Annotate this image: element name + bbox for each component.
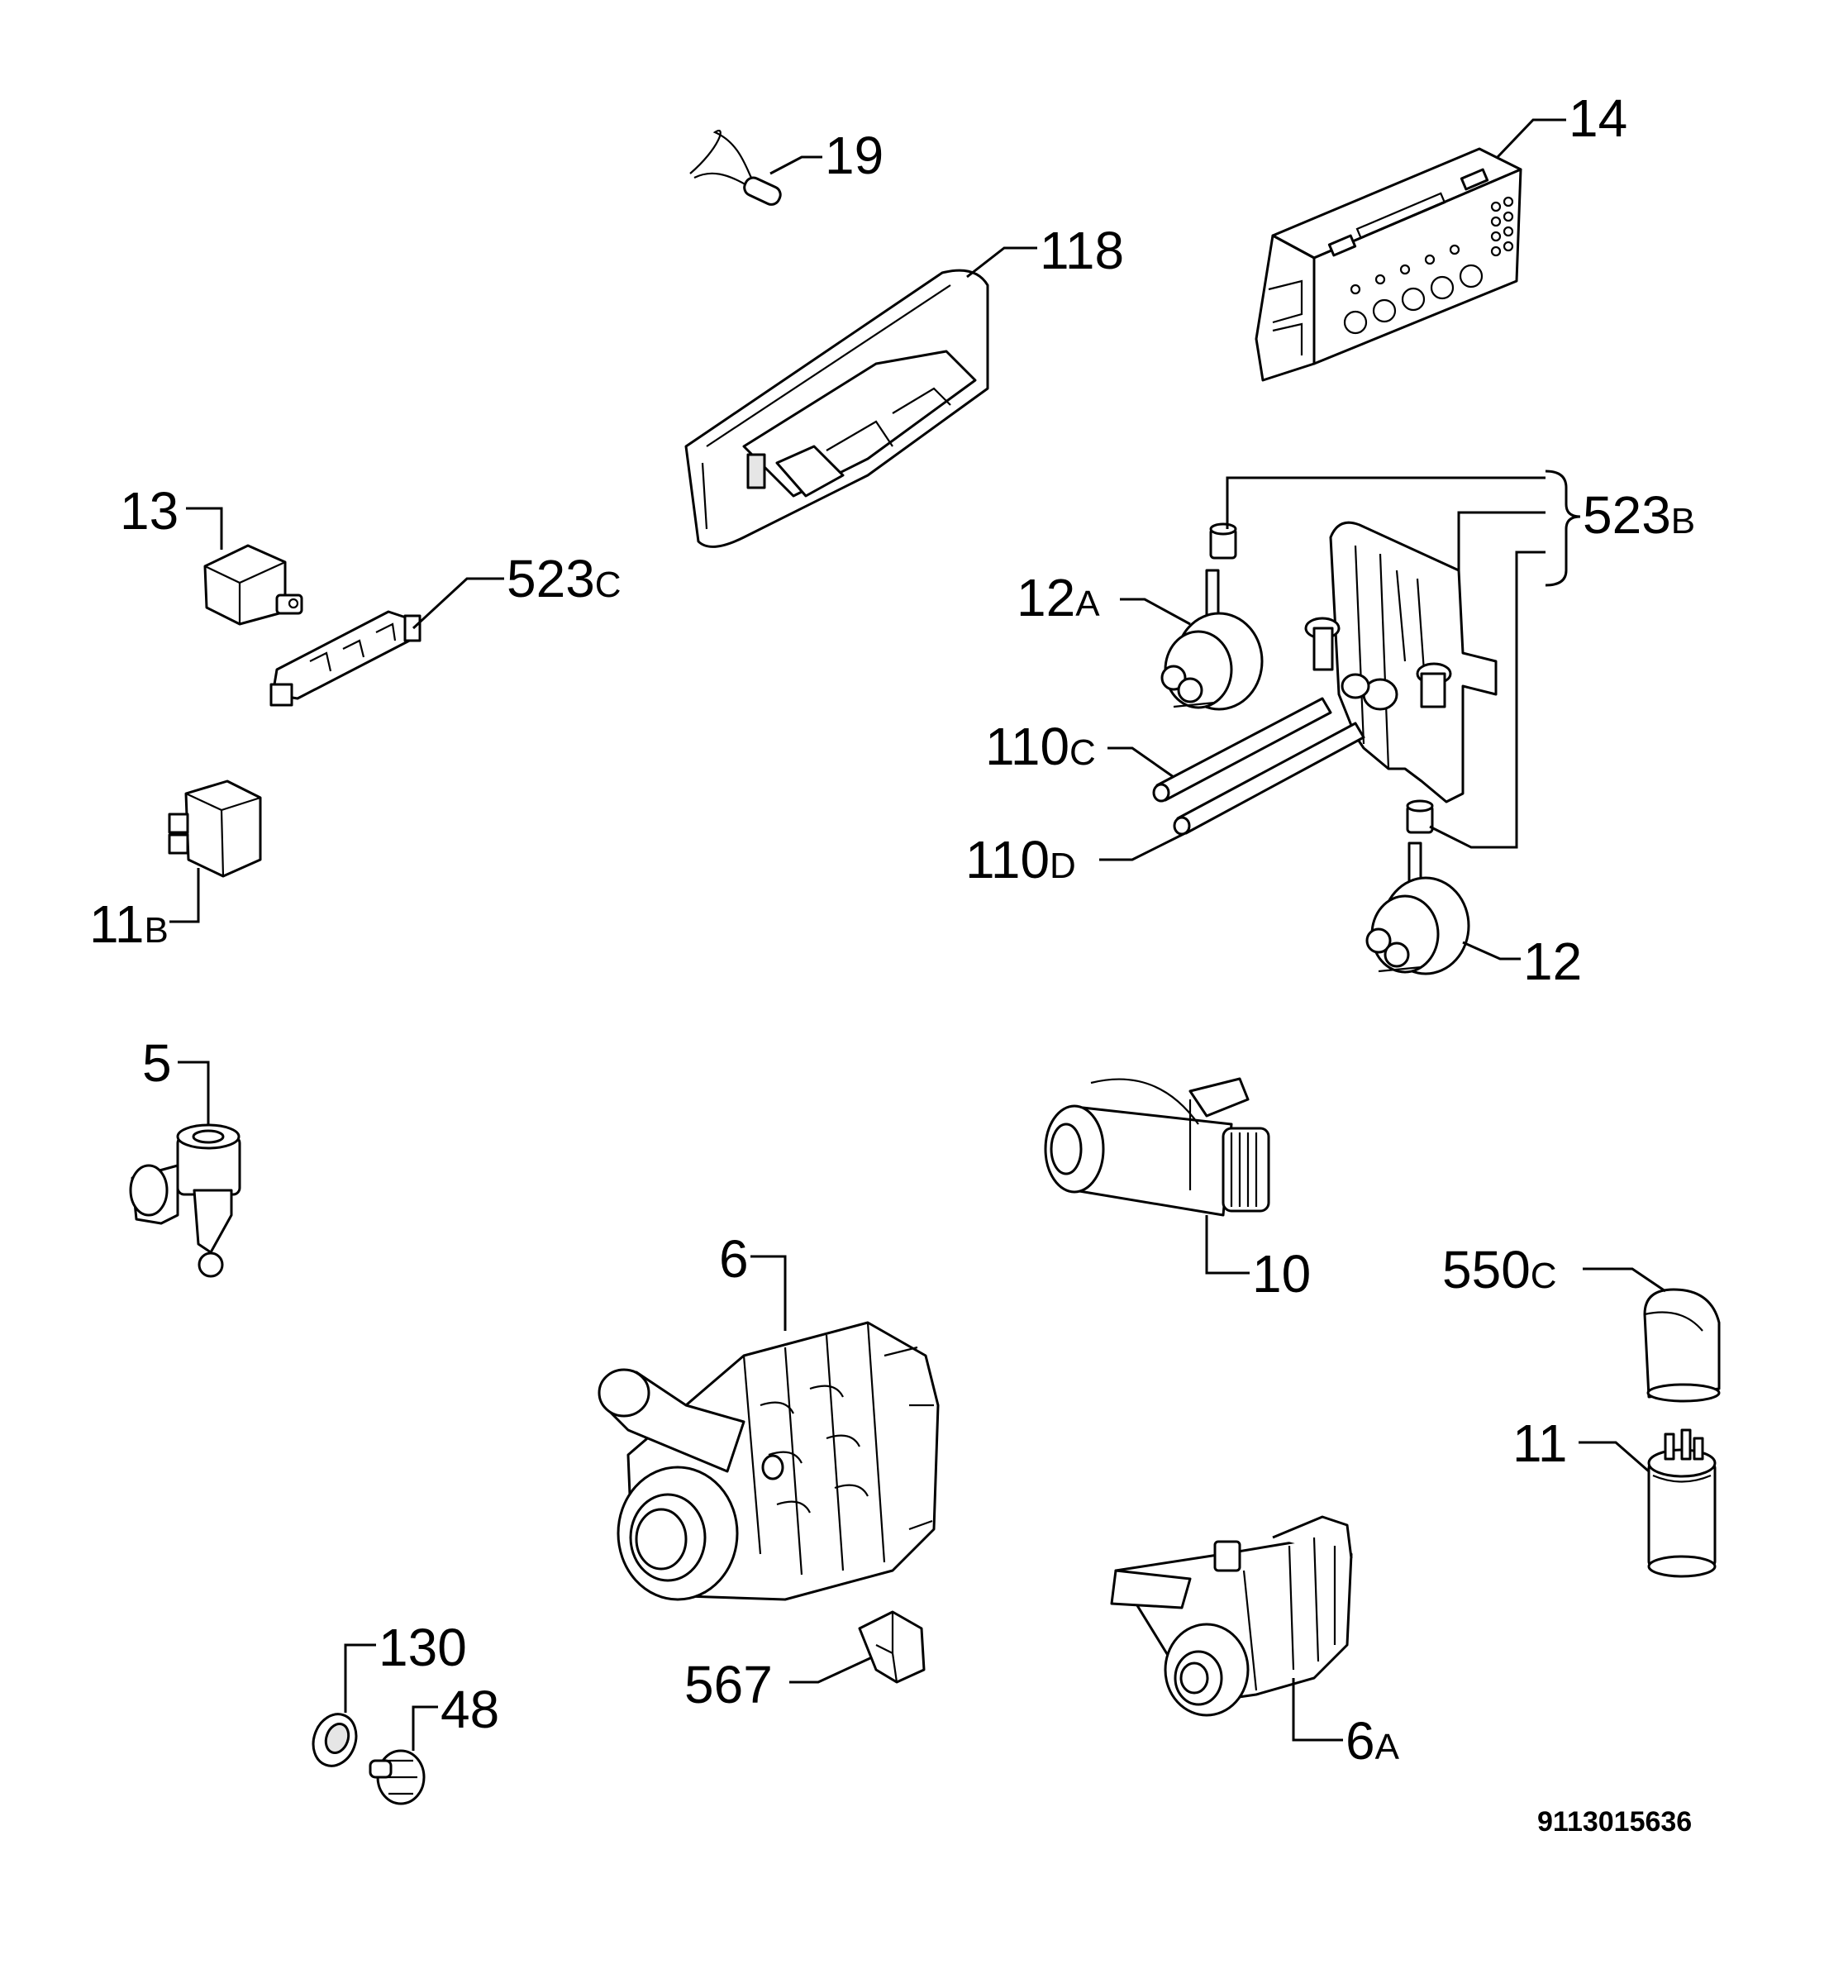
svg-text:110D: 110D [965, 830, 1076, 889]
svg-text:12A: 12A [1017, 568, 1100, 627]
svg-text:130: 130 [379, 1618, 467, 1677]
callout-567: 567 [684, 1655, 873, 1714]
indicator-led-grid [1490, 196, 1514, 257]
callout-12: 12 [1462, 932, 1582, 991]
svg-text:5: 5 [142, 1033, 172, 1093]
callout-10: 10 [1205, 1215, 1311, 1304]
callout-19: 19 [769, 126, 884, 185]
part-130-seal-ring [312, 1713, 358, 1767]
part-523c-bracket [269, 610, 422, 707]
svg-text:13: 13 [120, 481, 179, 541]
svg-text:19: 19 [825, 126, 884, 185]
diagram-reference-number: 9113015636 [1537, 1806, 1692, 1838]
callout-6a: 6A [1292, 1678, 1400, 1771]
callout-118: 118 [966, 221, 1124, 280]
part-10-heating-element [1044, 1077, 1270, 1217]
part-550c-cap [1643, 1288, 1721, 1403]
part-6-circulation-pump [598, 1321, 940, 1601]
part-118-dispenser-unit [684, 269, 989, 548]
part-110d-hose [1173, 722, 1365, 836]
callout-6: 6 [719, 1229, 787, 1331]
svg-text:48: 48 [441, 1680, 499, 1739]
svg-text:11B: 11B [89, 894, 169, 954]
part-13-switch [203, 544, 303, 626]
svg-text:523B: 523B [1583, 485, 1695, 545]
svg-text:110C: 110C [985, 717, 1096, 776]
callout-13: 13 [120, 481, 223, 550]
part-14-control-module [1255, 147, 1522, 382]
callout-110c: 110C [985, 717, 1174, 779]
svg-text:11: 11 [1512, 1414, 1567, 1473]
part-523b-plug-bottom [1406, 799, 1434, 834]
callout-12a: 12A [1017, 568, 1191, 627]
svg-text:6: 6 [719, 1229, 749, 1289]
svg-text:6A: 6A [1346, 1711, 1400, 1771]
callout-48: 48 [412, 1680, 499, 1751]
svg-text:523C: 523C [507, 549, 622, 608]
callout-11: 11 [1512, 1414, 1650, 1473]
callout-5: 5 [142, 1033, 210, 1124]
callout-14: 14 [1496, 88, 1627, 159]
callout-110d: 110D [965, 829, 1191, 889]
callout-130: 130 [344, 1618, 467, 1713]
part-11-capacitor [1647, 1428, 1717, 1578]
svg-text:567: 567 [684, 1655, 773, 1714]
part-19-sensor [689, 130, 782, 206]
callout-523c: 523C [412, 549, 622, 630]
part-48-plug [369, 1749, 426, 1805]
callout-550c: 550C [1442, 1240, 1666, 1299]
svg-text:118: 118 [1040, 221, 1124, 280]
callout-523b: 523B [1226, 470, 1695, 849]
svg-text:10: 10 [1252, 1244, 1311, 1304]
part-5-inlet-valve [129, 1123, 241, 1278]
svg-text:14: 14 [1569, 88, 1627, 148]
callout-11b: 11B [89, 868, 200, 954]
part-110c-hose [1152, 697, 1332, 803]
part-523b-switch-mount [1304, 521, 1498, 803]
part-6a-drain-pump [1110, 1515, 1353, 1717]
part-523b-plug-top [1209, 522, 1237, 560]
part-567-clip [858, 1610, 926, 1684]
part-12-pressure-switch [1365, 841, 1470, 975]
svg-text:12: 12 [1523, 932, 1582, 991]
part-12a-pressure-switch [1160, 569, 1264, 711]
part-11b-relay [168, 779, 262, 878]
svg-text:550C: 550C [1442, 1240, 1557, 1299]
